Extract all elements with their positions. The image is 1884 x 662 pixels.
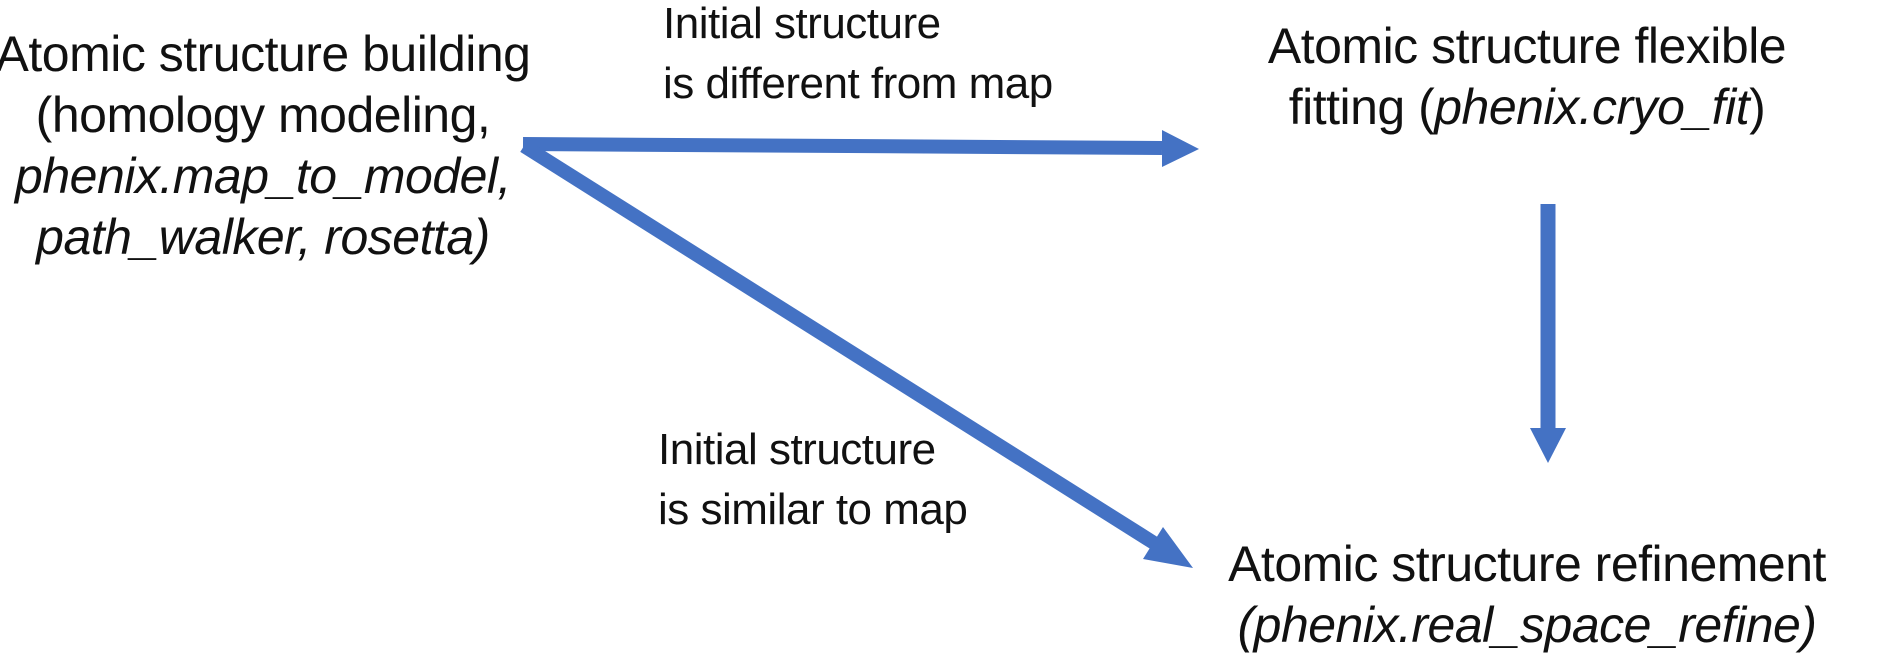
edge-label-line: Initial structure bbox=[658, 425, 936, 474]
edge-label-line: Initial structure bbox=[663, 0, 941, 48]
node-structure-building: Atomic structure building (homology mode… bbox=[0, 24, 573, 268]
arrow-shaft bbox=[522, 137, 1163, 155]
edge-label-line: is different from map bbox=[663, 59, 1053, 108]
node-line-suffix: ) bbox=[1749, 79, 1766, 135]
node-structure-refinement: Atomic structure refinement (phenix.real… bbox=[1217, 534, 1837, 656]
edge-label-similar-to-map: Initial structure is similar to map bbox=[658, 420, 968, 540]
node-line: (homology modeling, bbox=[35, 87, 491, 143]
arrow-building-to-flexible-fitting bbox=[522, 130, 1199, 167]
node-line: Atomic structure flexible bbox=[1267, 18, 1787, 74]
arrow-flexible-fitting-to-refinement bbox=[1530, 204, 1566, 463]
node-line: fitting (phenix.cryo_fit) bbox=[1217, 77, 1837, 138]
arrow-head bbox=[1143, 527, 1193, 568]
node-line: phenix.map_to_model, bbox=[15, 148, 511, 204]
edge-label-different-from-map: Initial structure is different from map bbox=[663, 0, 1053, 114]
arrow-head bbox=[1162, 130, 1199, 167]
node-line-program-name: phenix.cryo_fit bbox=[1434, 79, 1750, 135]
node-line-prefix: fitting ( bbox=[1288, 79, 1435, 135]
node-line: path_walker, rosetta) bbox=[36, 209, 490, 265]
arrow-head bbox=[1530, 428, 1566, 463]
node-line: Atomic structure refinement bbox=[1228, 536, 1826, 592]
node-line: (phenix.real_space_refine) bbox=[1237, 597, 1817, 653]
node-line: Atomic structure building bbox=[0, 26, 531, 82]
edge-label-line: is similar to map bbox=[658, 485, 968, 534]
node-flexible-fitting: Atomic structure flexible fitting (pheni… bbox=[1217, 16, 1837, 138]
